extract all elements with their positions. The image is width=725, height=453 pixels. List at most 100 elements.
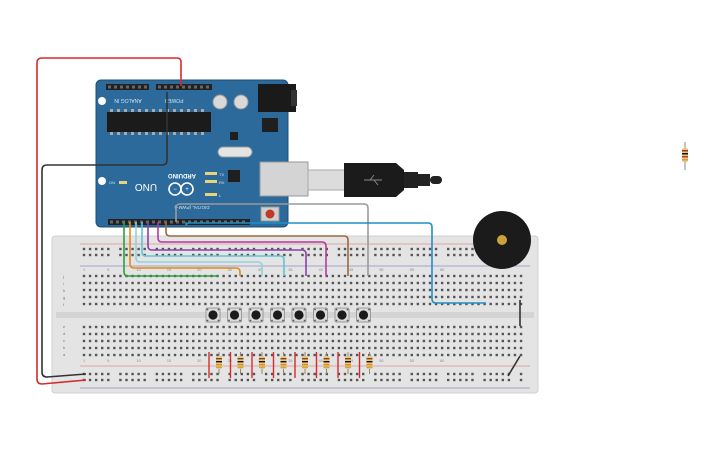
- breadboard-hole[interactable]: [416, 332, 420, 336]
- breadboard-hole[interactable]: [428, 281, 432, 285]
- breadboard-hole[interactable]: [349, 346, 353, 350]
- breadboard-hole[interactable]: [362, 353, 365, 357]
- breadboard-hole[interactable]: [216, 353, 219, 357]
- rail-hole[interactable]: [501, 378, 505, 382]
- breadboard-hole[interactable]: [210, 353, 213, 357]
- breadboard-hole[interactable]: [398, 295, 401, 299]
- rail-hole[interactable]: [374, 253, 377, 257]
- breadboard-hole[interactable]: [374, 339, 377, 343]
- breadboard-hole[interactable]: [185, 281, 189, 285]
- breadboard-hole[interactable]: [489, 288, 492, 292]
- breadboard-hole[interactable]: [440, 353, 444, 357]
- breadboard-hole[interactable]: [161, 339, 165, 343]
- breadboard-hole[interactable]: [507, 332, 511, 336]
- rail-hole[interactable]: [422, 378, 426, 382]
- rail-hole[interactable]: [459, 372, 462, 376]
- breadboard-hole[interactable]: [519, 274, 523, 278]
- rail-hole[interactable]: [355, 247, 359, 251]
- rail-hole[interactable]: [246, 247, 250, 251]
- rail-hole[interactable]: [453, 253, 456, 257]
- rail-hole[interactable]: [319, 247, 322, 251]
- breadboard-hole[interactable]: [264, 288, 268, 292]
- wire-gray[interactable]: [175, 203, 369, 276]
- breadboard-hole[interactable]: [349, 325, 353, 329]
- breadboard-hole[interactable]: [416, 339, 420, 343]
- pushbutton[interactable]: [205, 307, 221, 323]
- breadboard-hole[interactable]: [88, 274, 92, 278]
- breadboard-hole[interactable]: [355, 332, 359, 336]
- rail-hole[interactable]: [228, 372, 231, 376]
- breadboard-hole[interactable]: [434, 332, 438, 336]
- rail-hole[interactable]: [101, 372, 104, 376]
- breadboard-hole[interactable]: [519, 346, 523, 350]
- breadboard-hole[interactable]: [82, 274, 86, 278]
- breadboard-hole[interactable]: [258, 288, 262, 292]
- breadboard-hole[interactable]: [149, 325, 152, 329]
- rail-hole[interactable]: [88, 247, 92, 251]
- breadboard-hole[interactable]: [380, 288, 383, 292]
- rail-hole[interactable]: [240, 253, 244, 257]
- rail-hole[interactable]: [179, 372, 183, 376]
- breadboard-hole[interactable]: [137, 332, 140, 336]
- breadboard-hole[interactable]: [459, 274, 462, 278]
- rail-hole[interactable]: [301, 253, 304, 257]
- breadboard-hole[interactable]: [246, 332, 250, 336]
- rail-hole[interactable]: [155, 372, 159, 376]
- breadboard-hole[interactable]: [289, 288, 292, 292]
- breadboard-hole[interactable]: [434, 302, 438, 306]
- breadboard-hole[interactable]: [428, 339, 432, 343]
- rail-hole[interactable]: [167, 372, 171, 376]
- rail-hole[interactable]: [131, 253, 134, 257]
- breadboard-hole[interactable]: [343, 281, 347, 285]
- breadboard-hole[interactable]: [362, 302, 365, 306]
- rail-hole[interactable]: [161, 253, 165, 257]
- header-pin[interactable]: [138, 85, 141, 89]
- breadboard-hole[interactable]: [513, 332, 517, 336]
- wire-green[interactable]: [123, 222, 218, 277]
- breadboard-hole[interactable]: [88, 332, 92, 336]
- rail-hole[interactable]: [173, 372, 177, 376]
- breadboard-hole[interactable]: [325, 325, 328, 329]
- rail-hole[interactable]: [459, 253, 462, 257]
- breadboard-hole[interactable]: [337, 295, 341, 299]
- breadboard-hole[interactable]: [368, 302, 371, 306]
- header-pin[interactable]: [206, 85, 209, 89]
- rail-hole[interactable]: [277, 253, 280, 257]
- breadboard-hole[interactable]: [404, 288, 407, 292]
- breadboard-hole[interactable]: [192, 295, 195, 299]
- breadboard-hole[interactable]: [519, 325, 523, 329]
- breadboard-hole[interactable]: [410, 295, 413, 299]
- rail-hole[interactable]: [343, 372, 347, 376]
- breadboard-hole[interactable]: [94, 346, 98, 350]
- breadboard-hole[interactable]: [270, 353, 274, 357]
- breadboard-hole[interactable]: [447, 281, 450, 285]
- breadboard-hole[interactable]: [210, 295, 213, 299]
- breadboard-hole[interactable]: [167, 295, 171, 299]
- breadboard-hole[interactable]: [465, 295, 468, 299]
- breadboard-hole[interactable]: [434, 288, 438, 292]
- rail-hole[interactable]: [119, 247, 122, 251]
- breadboard-hole[interactable]: [465, 339, 468, 343]
- breadboard-hole[interactable]: [88, 339, 92, 343]
- breadboard-hole[interactable]: [143, 353, 146, 357]
- rail-hole[interactable]: [94, 378, 98, 382]
- breadboard-hole[interactable]: [82, 302, 86, 306]
- breadboard-hole[interactable]: [313, 288, 316, 292]
- breadboard-hole[interactable]: [252, 288, 256, 292]
- breadboard-hole[interactable]: [173, 346, 177, 350]
- breadboard-hole[interactable]: [398, 288, 401, 292]
- breadboard-hole[interactable]: [507, 339, 511, 343]
- breadboard-hole[interactable]: [240, 346, 244, 350]
- breadboard-hole[interactable]: [501, 274, 505, 278]
- rail-hole[interactable]: [343, 253, 347, 257]
- breadboard-hole[interactable]: [459, 339, 462, 343]
- rail-hole[interactable]: [465, 372, 468, 376]
- breadboard-hole[interactable]: [307, 339, 310, 343]
- breadboard-hole[interactable]: [179, 346, 183, 350]
- header-pin[interactable]: [114, 85, 117, 89]
- breadboard-hole[interactable]: [465, 346, 468, 350]
- header-pin[interactable]: [152, 220, 155, 224]
- breadboard-hole[interactable]: [325, 281, 328, 285]
- rail-hole[interactable]: [143, 378, 146, 382]
- rail-hole[interactable]: [428, 247, 432, 251]
